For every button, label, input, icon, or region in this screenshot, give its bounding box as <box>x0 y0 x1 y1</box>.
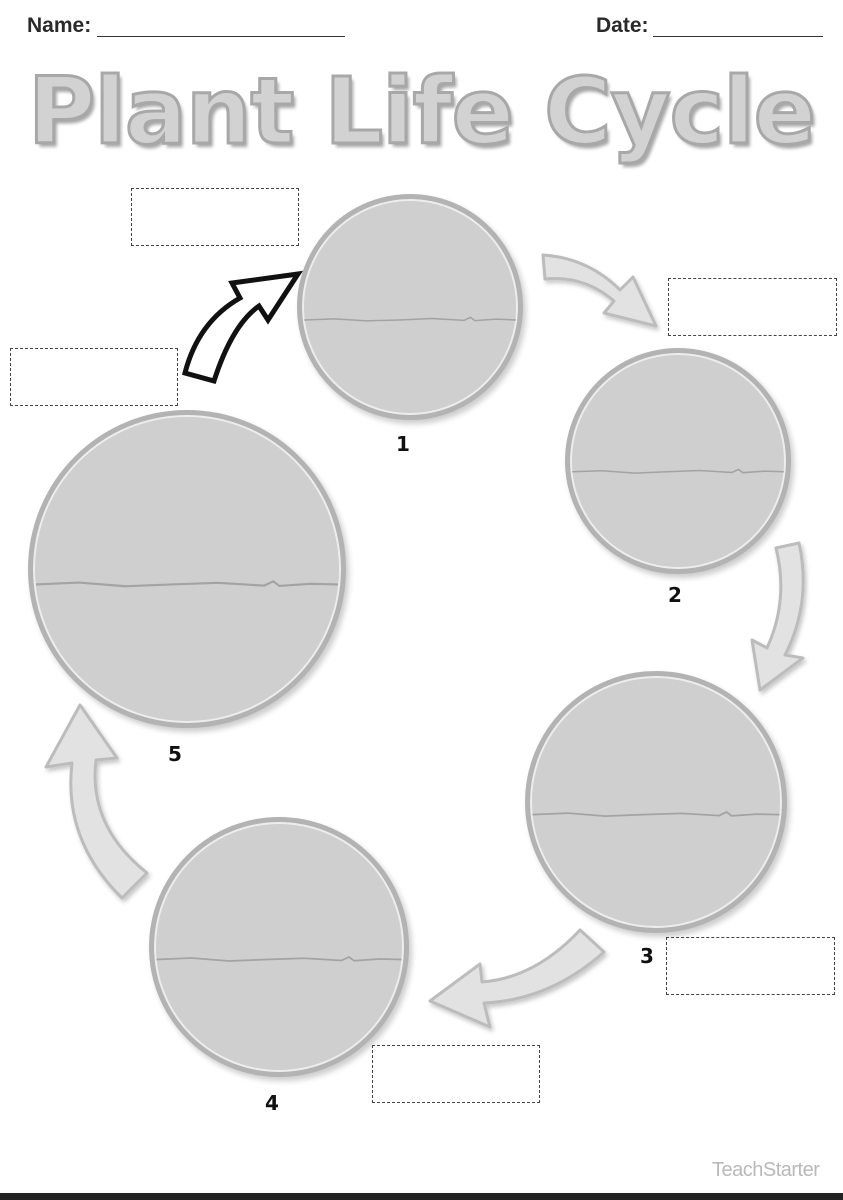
arrow-1-to-2-icon <box>541 253 658 328</box>
date-label: Date: <box>596 14 649 37</box>
page-title: Plant Life Cycle <box>26 57 817 167</box>
stage-4-circle[interactable] <box>149 817 409 1077</box>
date-write-line[interactable] <box>653 36 823 37</box>
stage-5-label-box[interactable] <box>10 348 178 406</box>
ground-line <box>304 316 516 322</box>
bottom-bar <box>0 1193 843 1200</box>
arrow-4-to-5-icon <box>44 703 149 900</box>
stage-2-circle[interactable] <box>565 348 791 574</box>
name-label: Name: <box>27 14 92 37</box>
ground-line <box>532 811 780 817</box>
ground-line <box>572 468 784 474</box>
stage-3-label-box[interactable] <box>666 937 835 995</box>
arrow-5-to-1-icon <box>181 270 304 385</box>
teachstarter-logo: TeachStarter <box>712 1159 820 1181</box>
stage-3-circle[interactable] <box>525 671 787 933</box>
stage-4-number: 4 <box>265 1091 279 1115</box>
name-write-line[interactable] <box>97 36 345 37</box>
stage-5-circle[interactable] <box>28 410 346 728</box>
ground-line <box>156 955 402 962</box>
ground-line <box>36 580 338 588</box>
stage-5-number: 5 <box>168 742 182 766</box>
arrow-3-to-4-icon <box>428 928 606 1029</box>
stage-3-number: 3 <box>640 944 654 968</box>
stage-1-circle[interactable] <box>297 194 523 420</box>
stage-2-number: 2 <box>668 583 682 607</box>
stage-1-label-box[interactable] <box>131 188 299 246</box>
stage-1-number: 1 <box>396 432 410 456</box>
stage-4-label-box[interactable] <box>372 1045 540 1103</box>
stage-2-label-box[interactable] <box>668 278 837 336</box>
